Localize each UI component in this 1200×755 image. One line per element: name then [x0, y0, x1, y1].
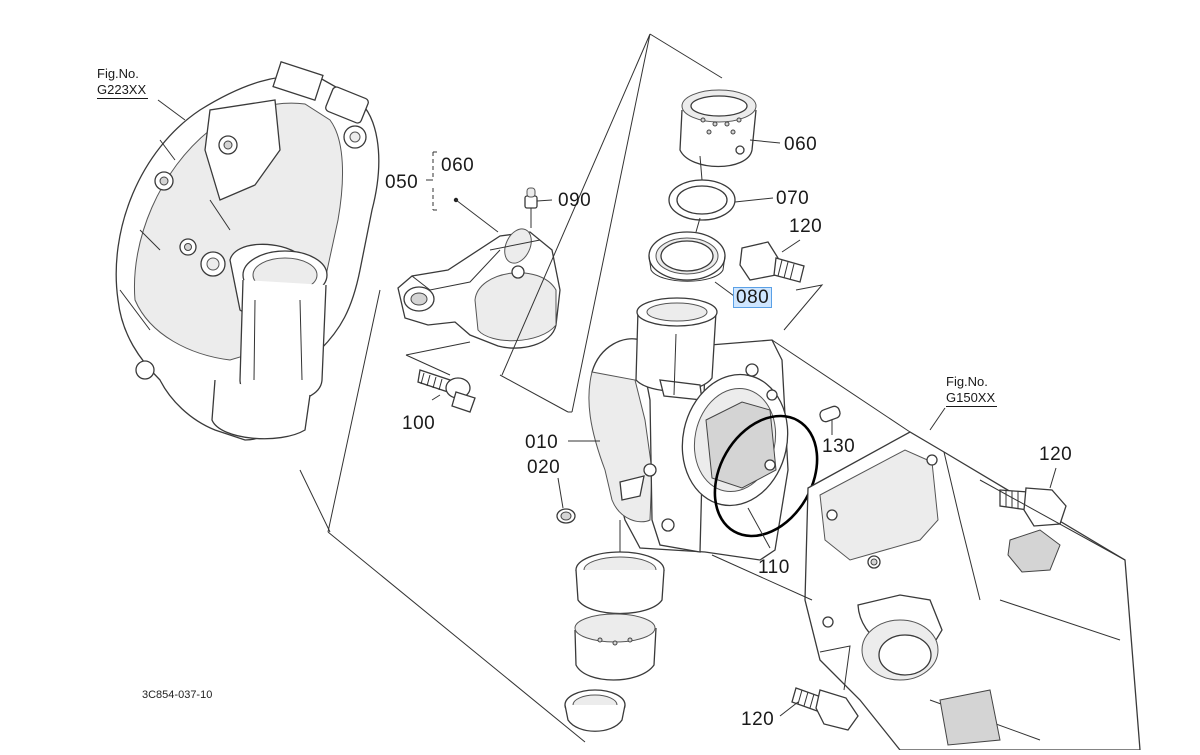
- assembly-lines: [299, 33, 1126, 743]
- callout-110[interactable]: 110: [758, 557, 790, 578]
- callout-060[interactable]: 060: [784, 134, 818, 155]
- left-housing: [115, 61, 380, 441]
- bolt-120-bottom: [791, 687, 859, 731]
- bushing-060: [679, 89, 757, 168]
- callout-020[interactable]: 020: [527, 457, 561, 478]
- callout-050[interactable]: 050: [385, 172, 419, 193]
- callout-100[interactable]: 100: [402, 413, 436, 434]
- lower-bearing-stack: [564, 551, 665, 732]
- grease-nipple: [524, 187, 538, 228]
- fig-ref-g223xx[interactable]: Fig.No. G223XX: [97, 66, 149, 99]
- ring-070: [668, 179, 736, 221]
- o-ring-110: [713, 414, 819, 538]
- plug-020: [556, 508, 576, 524]
- callout-080-selected[interactable]: 080: [732, 287, 773, 308]
- fig-ref-g150xx[interactable]: Fig.No. G150XX: [946, 374, 998, 407]
- callout-120-top[interactable]: 120: [789, 216, 823, 237]
- bolt-100: [417, 369, 476, 413]
- callout-120-right[interactable]: 120: [1039, 444, 1073, 465]
- pin-130: [819, 405, 841, 423]
- fig-ref-code: G223XX: [97, 82, 149, 99]
- fig-ref-prefix: Fig.No.: [97, 66, 139, 81]
- leader-lines: [157, 99, 1057, 717]
- callout-090[interactable]: 090: [558, 190, 592, 211]
- bolt-120-top: [739, 241, 805, 283]
- callout-070[interactable]: 070: [776, 188, 810, 209]
- arm-bracket: [397, 228, 561, 349]
- seal-080: [648, 231, 726, 282]
- callout-120-bottom[interactable]: 120: [741, 709, 775, 730]
- callout-130[interactable]: 130: [822, 436, 856, 457]
- fig-ref-prefix: Fig.No.: [946, 374, 988, 389]
- callout-010[interactable]: 010: [525, 432, 559, 453]
- drawing-number: 3C854-037-10: [142, 689, 213, 701]
- right-housing: [804, 431, 1141, 751]
- callout-060-group[interactable]: 060: [441, 155, 475, 176]
- fig-ref-code: G150XX: [946, 390, 998, 407]
